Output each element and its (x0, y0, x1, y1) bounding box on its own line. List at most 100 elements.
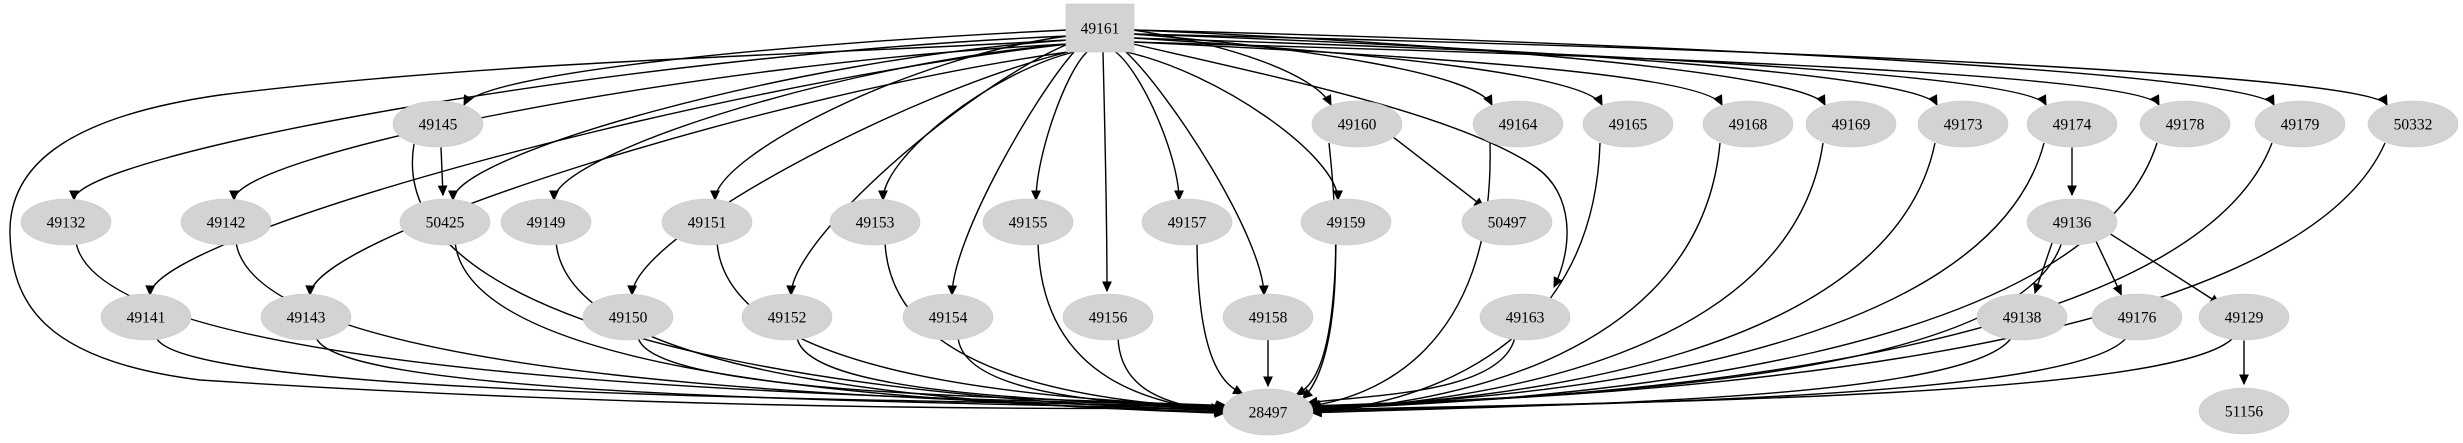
node-49173: 49173 (1917, 100, 2009, 148)
node-ellipse-49150 (582, 293, 674, 341)
node-ellipse-49154 (902, 293, 994, 341)
node-ellipse-49145 (392, 100, 484, 148)
edge-49161-28497 (9, 39, 1223, 413)
edge-50332-28497 (1309, 142, 2386, 411)
edge-49156-28497 (1117, 336, 1226, 416)
edge-49142-28497 (235, 241, 1226, 413)
edge-49161-49150 (627, 51, 1069, 297)
edges-layer (9, 29, 2388, 418)
edge-49161-49143 (305, 51, 1069, 297)
node-ellipse-51156 (2198, 387, 2290, 435)
node-49153: 49153 (829, 198, 921, 246)
node-49168: 49168 (1702, 100, 1794, 148)
node-ellipse-49179 (2254, 100, 2346, 148)
node-49149: 49149 (500, 198, 592, 246)
node-ellipse-49129 (2198, 293, 2290, 341)
edge-49161-49149 (549, 43, 1069, 202)
node-label-49160: 49160 (1338, 117, 1377, 134)
node-49141: 49141 (100, 293, 192, 341)
node-label-49165: 49165 (1609, 117, 1648, 134)
node-49151: 49151 (661, 198, 753, 246)
node-50332: 50332 (2367, 100, 2459, 148)
node-label-49152: 49152 (768, 310, 807, 327)
node-label-49164: 49164 (1499, 117, 1538, 134)
node-ellipse-49160 (1311, 100, 1403, 148)
node-ellipse-50332 (2367, 100, 2459, 148)
node-49178: 49178 (2139, 100, 2231, 148)
edge-49161-49151 (710, 35, 1069, 202)
edge-49174-28497 (1309, 142, 2045, 412)
node-ellipse-50497 (1461, 198, 1553, 246)
edge-49161-49152 (786, 43, 1069, 297)
edge-49161-49173 (1132, 33, 1938, 106)
edge-49165-28497 (1310, 142, 1601, 417)
edge-49161-49178 (1132, 41, 2160, 106)
node-49163: 49163 (1479, 293, 1571, 341)
edge-49161-49154 (947, 51, 1075, 297)
node-49157: 49157 (1141, 198, 1233, 246)
node-label-49158: 49158 (1249, 310, 1288, 327)
node-ellipse-49156 (1062, 293, 1154, 341)
edge-49161-50425 (448, 39, 1069, 202)
node-label-50425: 50425 (426, 215, 465, 232)
edge-49176-28497 (1310, 336, 2128, 417)
node-49165: 49165 (1582, 100, 1674, 148)
node-50497: 50497 (1461, 198, 1553, 246)
node-49159: 49159 (1300, 198, 1392, 246)
edge-49161-49158 (1125, 51, 1269, 297)
node-51156: 51156 (2198, 387, 2290, 435)
node-label-50332: 50332 (2394, 117, 2433, 134)
node-label-49143: 49143 (287, 310, 326, 327)
node-label-49163: 49163 (1506, 310, 1545, 327)
edge-49161-49142 (229, 43, 1069, 202)
node-49164: 49164 (1472, 100, 1564, 148)
edge-49163-28497 (1306, 336, 1516, 407)
node-label-49179: 49179 (2281, 117, 2320, 134)
node-label-49153: 49153 (856, 215, 895, 232)
node-label-49176: 49176 (2118, 310, 2157, 327)
node-label-51156: 51156 (2225, 404, 2263, 421)
node-ellipse-49164 (1472, 100, 1564, 148)
node-label-49161: 49161 (1081, 21, 1120, 38)
node-49150: 49150 (582, 293, 674, 341)
edge-49136-49176 (2095, 241, 2122, 296)
edge-49160-50497 (1392, 136, 1485, 208)
node-label-28497: 28497 (1249, 405, 1288, 422)
node-ellipse-49157 (1141, 198, 1233, 246)
node-ellipse-49158 (1222, 293, 1314, 341)
node-49160: 49160 (1311, 100, 1403, 148)
node-ellipse-49159 (1300, 198, 1392, 246)
edge-49154-28497 (957, 336, 1226, 415)
edge-49169-28497 (1310, 142, 1824, 415)
edge-49164-28497 (1309, 142, 1491, 410)
edge-49138-28497 (1310, 336, 2013, 418)
node-label-49150: 49150 (609, 310, 648, 327)
edge-49149-28497 (555, 241, 1226, 418)
edge-49152-28497 (796, 336, 1226, 413)
node-49136: 49136 (2026, 198, 2118, 246)
node-ellipse-49143 (260, 293, 352, 341)
node-49154: 49154 (902, 293, 994, 341)
node-ellipse-49132 (20, 198, 112, 246)
node-ellipse-49173 (1917, 100, 2009, 148)
edge-49161-49145 (463, 29, 1069, 106)
node-label-49132: 49132 (47, 215, 86, 232)
node-label-49168: 49168 (1729, 117, 1768, 134)
node-label-49151: 49151 (688, 215, 727, 232)
node-ellipse-49152 (741, 293, 833, 341)
node-ellipse-49149 (500, 198, 592, 246)
edge-49161-49157 (1115, 51, 1184, 202)
node-label-49157: 49157 (1168, 215, 1207, 232)
node-label-49142: 49142 (207, 215, 246, 232)
edge-49161-49141 (145, 43, 1069, 297)
node-ellipse-49151 (661, 198, 753, 246)
edge-49161-49132 (69, 35, 1069, 202)
edge-49161-49168 (1132, 41, 1723, 106)
node-49138: 49138 (1976, 293, 2068, 341)
node-ellipse-49174 (2026, 100, 2118, 148)
edge-49129-28497 (1310, 336, 2235, 415)
edge-49153-28497 (884, 241, 1226, 414)
node-label-49138: 49138 (2003, 310, 2042, 327)
